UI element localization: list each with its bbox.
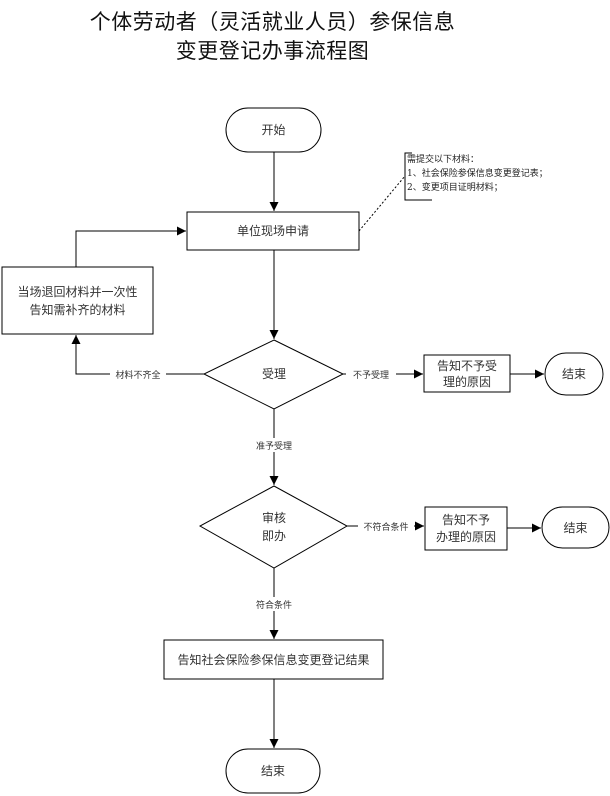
- noncompliant-reason-node: 告知不予 办理的原因: [424, 506, 508, 551]
- apply-node: 单位现场申请: [186, 211, 360, 251]
- return-materials-label-line2: 告知需补齐的材料: [29, 302, 125, 317]
- noncompliant-reason-label-line1: 告知不予: [442, 513, 490, 527]
- reject-reason-label-line1: 告知不予受: [437, 359, 497, 373]
- review-label-line1: 审核: [262, 510, 286, 525]
- start-node: 开始: [225, 107, 322, 153]
- return-materials-label-line1: 当场退回材料并一次性: [17, 285, 137, 299]
- reject-reason-node: 告知不予受 理的原因: [423, 354, 511, 393]
- noncompliant-reason-label-line2: 办理的原因: [436, 529, 496, 544]
- note-heading: 需提交以下材料：: [407, 155, 480, 165]
- accept-decision: 受理: [202, 339, 345, 410]
- end-node-2: 结束: [541, 506, 610, 549]
- end-label-2: 结束: [563, 521, 587, 535]
- end-label-3: 结束: [261, 764, 285, 778]
- reject-reason-label-line2: 理的原因: [443, 374, 491, 389]
- accept-label: 受理: [262, 367, 286, 381]
- edge-label-compliant: 符合条件: [256, 599, 292, 611]
- note-item-2: 2、变更项目证明材料；: [407, 183, 503, 193]
- edge-resubmit: [75, 226, 186, 267]
- end-node-3: 结束: [225, 748, 321, 794]
- edge-label-not-accepted: 不予受理: [353, 369, 389, 381]
- review-decision: 审核 即办: [198, 485, 349, 569]
- start-label: 开始: [261, 123, 285, 137]
- note-connector: [358, 175, 406, 232]
- required-materials-note: 需提交以下材料： 1、社会保险参保信息变更登记表； 2、变更项目证明材料；: [407, 153, 548, 195]
- edge-label-not-compliant: 不符合条件: [363, 521, 408, 533]
- edge-label-accepted: 准予受理: [256, 440, 292, 452]
- edge-label-incomplete: 材料不齐全: [115, 369, 160, 381]
- review-label-line2: 即办: [262, 528, 286, 543]
- note-item-1: 1、社会保险参保信息变更登记表；: [407, 169, 548, 179]
- return-materials-node: 当场退回材料并一次性 告知需补齐的材料: [1, 266, 154, 335]
- apply-label: 单位现场申请: [237, 223, 309, 238]
- diagram-title-line2: 变更登记办事流程图: [175, 39, 370, 63]
- notify-result-node: 告知社会保险参保信息变更登记结果: [163, 639, 384, 680]
- notify-result-label: 告知社会保险参保信息变更登记结果: [177, 652, 369, 667]
- note-bracket: [404, 152, 432, 201]
- end-label-1: 结束: [562, 367, 586, 381]
- end-node-1: 结束: [544, 352, 604, 396]
- diagram-title-line1: 个体劳动者（灵活就业人员）参保信息: [89, 10, 456, 34]
